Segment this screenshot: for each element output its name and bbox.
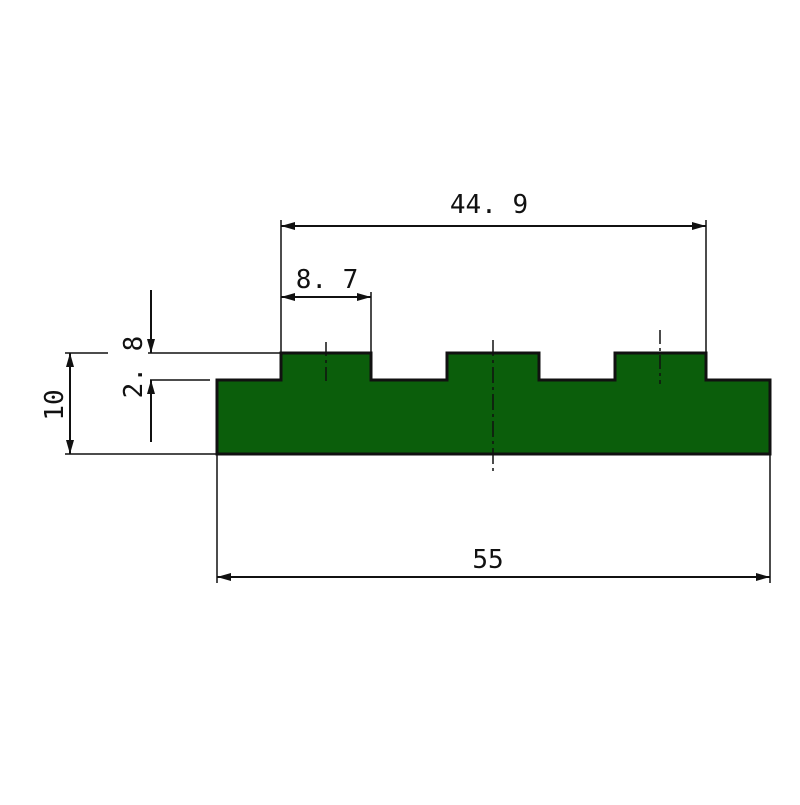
dim-label-44-9: 44. 9 bbox=[450, 190, 528, 220]
extension-lines bbox=[65, 220, 771, 583]
dim-label-55: 55 bbox=[472, 545, 503, 575]
dimension-lines bbox=[66, 222, 770, 581]
dim-label-8-7: 8. 7 bbox=[296, 265, 359, 295]
dim-label-2-8: 2. 8 bbox=[119, 336, 149, 399]
dim-label-10: 10 bbox=[40, 389, 70, 420]
center-lines bbox=[325, 330, 661, 474]
